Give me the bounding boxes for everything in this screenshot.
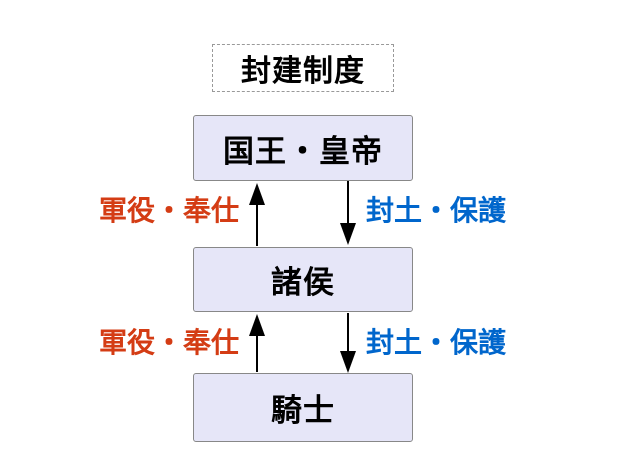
arrow-shaft [256,201,258,246]
label-grant-bottom: 封土・保護 [366,327,507,358]
node-knights: 騎士 [193,373,413,442]
arrowhead-down-icon [340,223,356,245]
node-king-emperor: 国王・皇帝 [193,115,413,181]
down-arrow-icon [340,181,356,245]
down-arrow-icon [340,313,356,373]
arrowhead-down-icon [340,351,356,373]
label-grant-top: 封土・保護 [366,195,507,226]
label-service-bottom: 軍役・奉仕 [99,327,240,358]
arrow-shaft [347,181,349,225]
arrow-shaft [256,332,258,372]
up-arrow-icon [249,183,265,246]
arrowhead-up-icon [249,183,265,205]
arrowhead-up-icon [249,314,265,336]
label-service-top: 軍役・奉仕 [99,195,240,226]
arrow-shaft [347,313,349,353]
up-arrow-icon [249,314,265,372]
node-lords: 諸侯 [193,247,413,312]
diagram-title: 封建制度 [212,44,394,92]
